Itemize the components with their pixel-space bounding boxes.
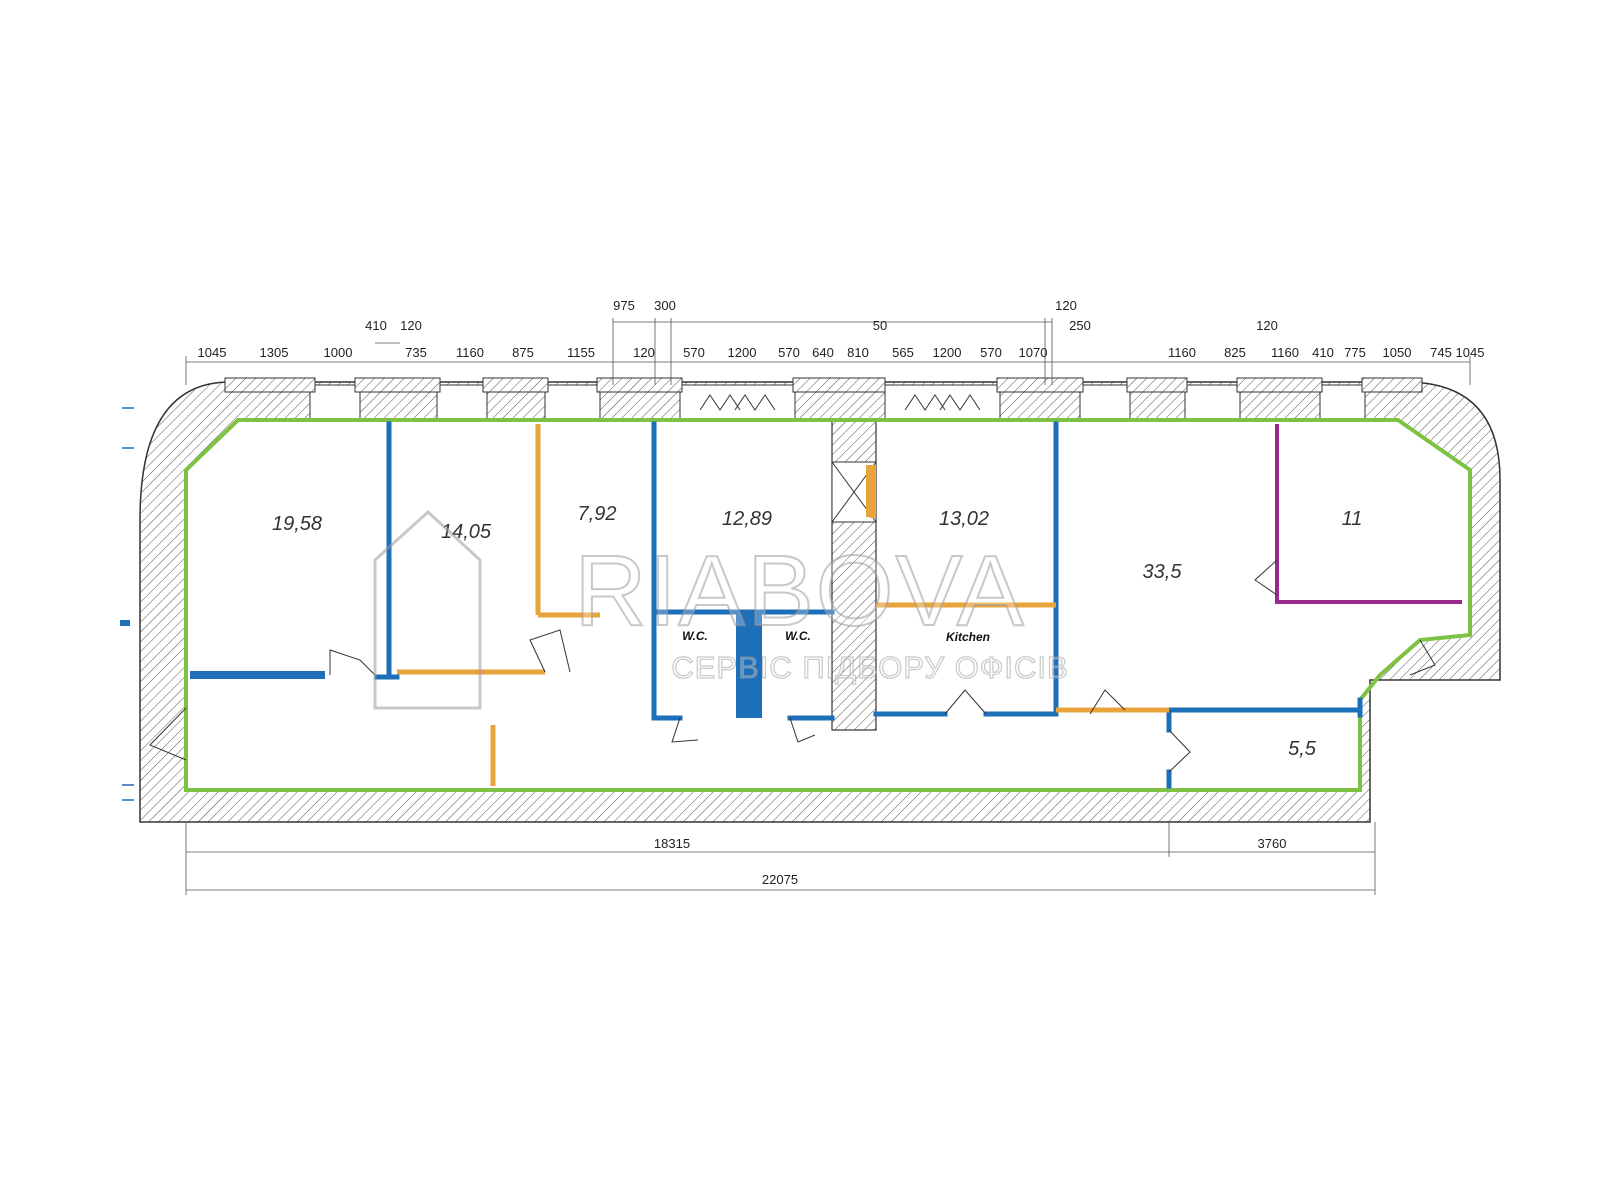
area-outline xyxy=(184,418,1472,792)
label-wc-2: W.C. xyxy=(785,629,811,643)
label-wc-1: W.C. xyxy=(682,629,708,643)
dim-top-row3-17: 1160 xyxy=(1168,345,1196,360)
dim-top-row2-3: 250 xyxy=(1069,318,1091,333)
dim-top-row2-4: 120 xyxy=(1256,318,1278,333)
dim-top-row3-11: 640 xyxy=(812,345,834,360)
label-kitchen: Kitchen xyxy=(946,630,990,644)
dim-total: 22075 xyxy=(762,872,798,887)
window-symbols xyxy=(699,394,981,411)
dim-top-row1-0: 975 xyxy=(613,298,635,313)
wall-piers xyxy=(224,377,1423,393)
dim-top-row3-18: 825 xyxy=(1224,345,1246,360)
window-openings xyxy=(309,384,1366,420)
room-area-8: 5,5 xyxy=(1288,738,1317,760)
top-dimensions-row2: 410 120 50 250 120 xyxy=(365,318,1278,333)
room-area-1: 19,58 xyxy=(272,513,322,535)
room-area-6: 33,5 xyxy=(1143,561,1183,583)
top-dimensions-row1: 975 300 120 xyxy=(613,298,1077,313)
dim-right-segment: 3760 xyxy=(1258,836,1287,851)
dim-top-row3-24: 1045 xyxy=(1456,345,1485,360)
left-ticks xyxy=(122,407,134,801)
dim-top-row3-12: 810 xyxy=(847,345,869,360)
dim-top-row3-9: 1200 xyxy=(728,345,757,360)
room-area-4: 12,89 xyxy=(722,508,772,530)
dim-top-row3-8: 570 xyxy=(683,345,705,360)
dim-top-row3-22: 1050 xyxy=(1383,345,1412,360)
top-dimensions-row3: 1045 1305 1000 735 1160 875 1155 120 570 1200 570 6… xyxy=(198,345,1485,360)
dim-top-row3-7: 120 xyxy=(633,345,655,360)
wc-core-column xyxy=(736,612,762,718)
dim-top-row2-1: 120 xyxy=(400,318,422,333)
dim-top-row3-2: 1000 xyxy=(324,345,353,360)
dim-left-segment: 18315 xyxy=(654,836,690,851)
dim-top-row3-6: 1155 xyxy=(567,345,595,360)
dim-top-row3-21: 775 xyxy=(1344,345,1366,360)
house-logo-icon xyxy=(373,509,482,710)
dim-top-row3-13: 565 xyxy=(892,345,914,360)
dim-top-row3-19: 1160 xyxy=(1271,345,1299,360)
dim-top-row3-0: 1045 xyxy=(198,345,227,360)
blue-partitions xyxy=(374,421,1363,789)
dim-top-row3-5: 875 xyxy=(512,345,534,360)
room-area-7: 11 xyxy=(1342,508,1363,530)
bottom-dimension-lines xyxy=(185,822,1376,895)
dim-top-row1-2: 120 xyxy=(1055,298,1077,313)
dim-top-row3-3: 735 xyxy=(405,345,427,360)
door-swings xyxy=(149,559,1436,773)
dim-top-row3-10: 570 xyxy=(778,345,800,360)
watermark-tagline: СЕРВІС ПІДБОРУ ОФІСІВ xyxy=(671,650,1068,685)
top-dimension-lines xyxy=(185,318,1471,385)
room-area-5: 13,02 xyxy=(939,508,989,530)
dim-top-row1-1: 300 xyxy=(654,298,676,313)
dim-top-row2-0: 410 xyxy=(365,318,387,333)
dim-top-row3-15: 570 xyxy=(980,345,1002,360)
dim-top-row3-20: 410 xyxy=(1312,345,1334,360)
dim-top-row3-4: 1160 xyxy=(456,345,484,360)
room-area-3: 7,92 xyxy=(578,503,617,525)
dim-top-row3-1: 1305 xyxy=(260,345,289,360)
purple-partition xyxy=(1275,424,1462,604)
dim-top-row3-16: 1070 xyxy=(1019,345,1048,360)
watermark: RIABOVA СЕРВІС ПІДБОРУ ОФІСІВ xyxy=(373,509,1068,710)
dim-top-row3-23: 745 xyxy=(1430,345,1452,360)
dim-top-row3-14: 1200 xyxy=(933,345,962,360)
watermark-brand: RIABOVA xyxy=(574,535,1025,647)
dim-top-row2-2: 50 xyxy=(873,318,887,333)
